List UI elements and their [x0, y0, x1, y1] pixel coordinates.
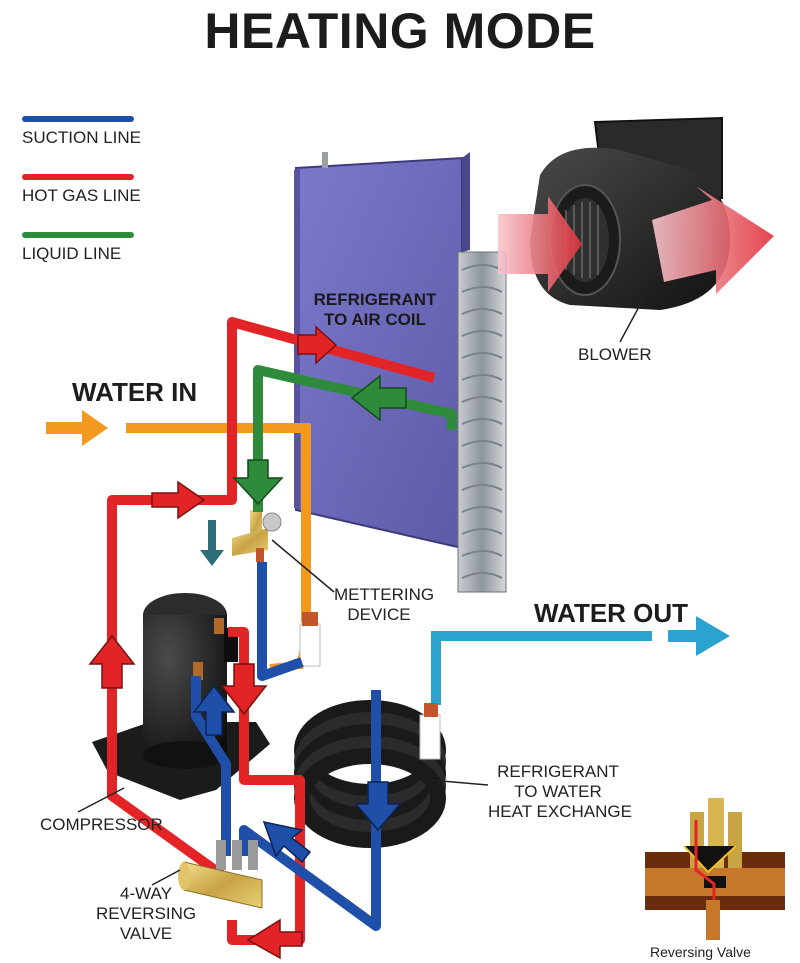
- compressor: [92, 593, 270, 800]
- air-coil: [294, 152, 507, 593]
- water-out-line: [431, 616, 730, 705]
- legend-suction: SUCTION LINE: [22, 116, 142, 148]
- metering-label-line2: DEVICE: [347, 605, 411, 624]
- reversing-valve-label-line3: VALVE: [119, 924, 173, 943]
- metering-label: METTERING DEVICE: [334, 585, 435, 625]
- inset-reversing-valve: [645, 798, 785, 940]
- metering-device: [232, 510, 282, 562]
- legend-hot-gas: HOT GAS LINE: [22, 174, 142, 206]
- coil-label-line1: REFRIGERANT: [313, 290, 437, 309]
- legend-suction-label: SUCTION LINE: [22, 128, 142, 147]
- heat-exchange-label-line2: TO WATER: [514, 782, 602, 801]
- heat-exchange-label: REFRIGERANT TO WATER HEAT EXCHANGE: [488, 762, 632, 822]
- legend-liquid-label: LIQUID LINE: [22, 244, 122, 263]
- liquid-swatch: [22, 232, 134, 238]
- heat-exchange-label-line1: REFRIGERANT: [497, 762, 619, 781]
- compressor-label: COMPRESSOR: [40, 815, 163, 834]
- coil-label-line2: TO AIR COIL: [324, 310, 426, 329]
- water-in-label: WATER IN: [72, 377, 198, 407]
- reversing-valve-label-line1: 4-WAY: [120, 884, 172, 903]
- liquid-line: [253, 365, 457, 512]
- inset-caption: Reversing Valve: [650, 944, 751, 960]
- reversing-valve-4way: [178, 840, 263, 909]
- heat-exchange-label-line3: HEAT EXCHANGE: [488, 802, 632, 821]
- blower-label: BLOWER: [578, 345, 652, 364]
- hot-gas-swatch: [22, 174, 134, 180]
- reversing-valve-label: 4-WAY REVERSING VALVE: [96, 884, 196, 944]
- reversing-valve-label-line2: REVERSING: [96, 904, 197, 923]
- legend-liquid: LIQUID LINE: [22, 232, 142, 264]
- legend-hot-gas-label: HOT GAS LINE: [22, 186, 141, 205]
- coil-label: REFRIGERANT TO AIR COIL: [300, 290, 450, 330]
- water-out-label: WATER OUT: [534, 598, 689, 628]
- metering-label-line1: METTERING: [334, 585, 435, 604]
- page-title: HEATING MODE: [204, 3, 596, 59]
- suction-swatch: [22, 116, 134, 122]
- blower-unit: [498, 116, 774, 310]
